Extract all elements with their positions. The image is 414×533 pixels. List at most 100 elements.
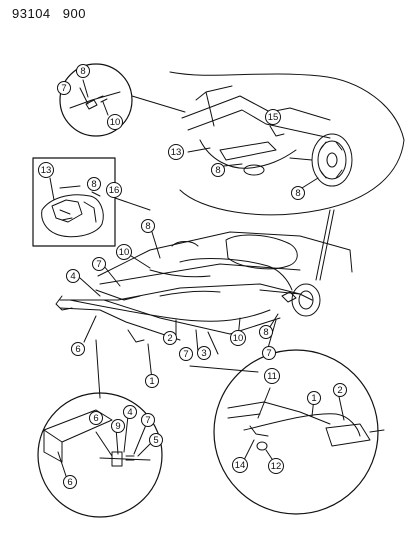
callout-circle	[265, 109, 281, 125]
callout-bottom-right-11: 11	[264, 368, 280, 384]
callout-bottom-right-14: 14	[232, 457, 248, 473]
callout-bottom-left-6: 6	[89, 411, 103, 425]
callout-main-8: 8	[141, 219, 155, 233]
callout-number: 6	[93, 413, 98, 424]
callout-main-1: 1	[145, 374, 159, 388]
callout-circle	[268, 458, 284, 474]
vehicle-underbody	[55, 209, 353, 399]
callout-main-6: 6	[71, 342, 85, 356]
rear-drum	[291, 283, 321, 317]
callout-number: 11	[267, 371, 277, 382]
callout-main-8: 8	[259, 325, 273, 339]
callout-main-2: 2	[163, 331, 177, 345]
callout-circle	[107, 114, 123, 130]
callout-circle	[264, 368, 280, 384]
callout-circle	[197, 346, 211, 360]
callout-number: 2	[167, 333, 172, 344]
top-inset-leader	[131, 95, 186, 113]
callout-circle	[141, 219, 155, 233]
callout-circle	[76, 64, 90, 78]
callout-top-right-13: 13	[168, 144, 184, 160]
callout-bottom-left-7: 7	[141, 413, 155, 427]
callout-bottom-right-12: 12	[268, 458, 284, 474]
inset-cable	[243, 413, 361, 437]
callout-number: 10	[110, 117, 121, 128]
callout-number: 5	[153, 435, 158, 446]
brake-cable-rear	[179, 258, 293, 291]
callout-circle	[89, 411, 103, 425]
callout-number: 13	[171, 147, 182, 158]
callout-bottom-left-4: 4	[123, 405, 137, 419]
callout-number: 4	[127, 407, 132, 418]
callout-main-4: 4	[66, 269, 80, 283]
callout-number: 4	[70, 271, 75, 282]
callout-circle	[149, 433, 163, 447]
top-right-boundary	[169, 71, 405, 216]
brake-cable-front	[69, 299, 271, 322]
callout-circle	[106, 182, 122, 198]
callout-circle	[116, 244, 132, 260]
callout-circle	[63, 475, 77, 489]
callout-main-10: 10	[230, 330, 246, 346]
callout-main-7: 7	[262, 346, 276, 360]
callout-circle	[307, 391, 321, 405]
callout-number: 1	[311, 393, 316, 404]
callout-number: 3	[201, 348, 206, 359]
callout-circle	[179, 347, 193, 361]
callout-number: 10	[119, 247, 130, 258]
callout-left-box-16: 16	[106, 182, 122, 198]
callout-number: 13	[41, 165, 52, 176]
callout-circle	[92, 257, 106, 271]
code-left: 93104	[12, 6, 51, 21]
callout-number: 8	[145, 221, 150, 232]
callout-circle	[71, 342, 85, 356]
diagram-reference-code: 93104 900	[12, 6, 94, 21]
callout-circle	[230, 330, 246, 346]
bottom-right-inset-circle	[213, 349, 379, 515]
callout-main-10: 10	[116, 244, 132, 260]
callout-top-inset-8: 8	[76, 64, 90, 78]
callout-number: 8	[215, 165, 220, 176]
callout-circle	[57, 81, 71, 95]
callout-circle	[87, 177, 101, 191]
callout-circle	[123, 405, 137, 419]
callout-number: 7	[61, 83, 66, 94]
callout-number: 2	[337, 385, 342, 396]
callout-bottom-right-2: 2	[333, 383, 347, 397]
bottom-left-inset-circle	[37, 392, 163, 518]
callout-left-box-13: 13	[38, 162, 54, 178]
callout-number: 7	[183, 349, 188, 360]
callout-bottom-left-5: 5	[149, 433, 163, 447]
callout-circle	[259, 325, 273, 339]
callout-number: 6	[67, 477, 72, 488]
callout-main-7: 7	[179, 347, 193, 361]
callout-number: 10	[233, 333, 244, 344]
callout-number: 6	[75, 344, 80, 355]
callout-number: 8	[263, 327, 268, 338]
callout-top-right-8: 8	[211, 163, 225, 177]
callout-number: 9	[115, 421, 120, 432]
callout-top-right-15: 15	[265, 109, 281, 125]
callout-bottom-left-9: 9	[111, 419, 125, 433]
callout-number: 8	[80, 66, 85, 77]
callout-main-3: 3	[197, 346, 211, 360]
callout-number: 7	[266, 348, 271, 359]
callout-circle	[262, 346, 276, 360]
callout-top-inset-10: 10	[107, 114, 123, 130]
callout-top-inset-7: 7	[57, 81, 71, 95]
callout-left-box-8: 8	[87, 177, 101, 191]
callout-circle	[141, 413, 155, 427]
callout-number: 7	[96, 259, 101, 270]
callout-number: 8	[295, 188, 300, 199]
callout-circle	[211, 163, 225, 177]
callout-circle	[232, 457, 248, 473]
top-inset-circle	[59, 63, 133, 137]
callout-circle	[163, 331, 177, 345]
callout-bottom-left-6: 6	[63, 475, 77, 489]
callout-number: 1	[149, 376, 154, 387]
callout-circle	[38, 162, 54, 178]
callout-circle	[145, 374, 159, 388]
